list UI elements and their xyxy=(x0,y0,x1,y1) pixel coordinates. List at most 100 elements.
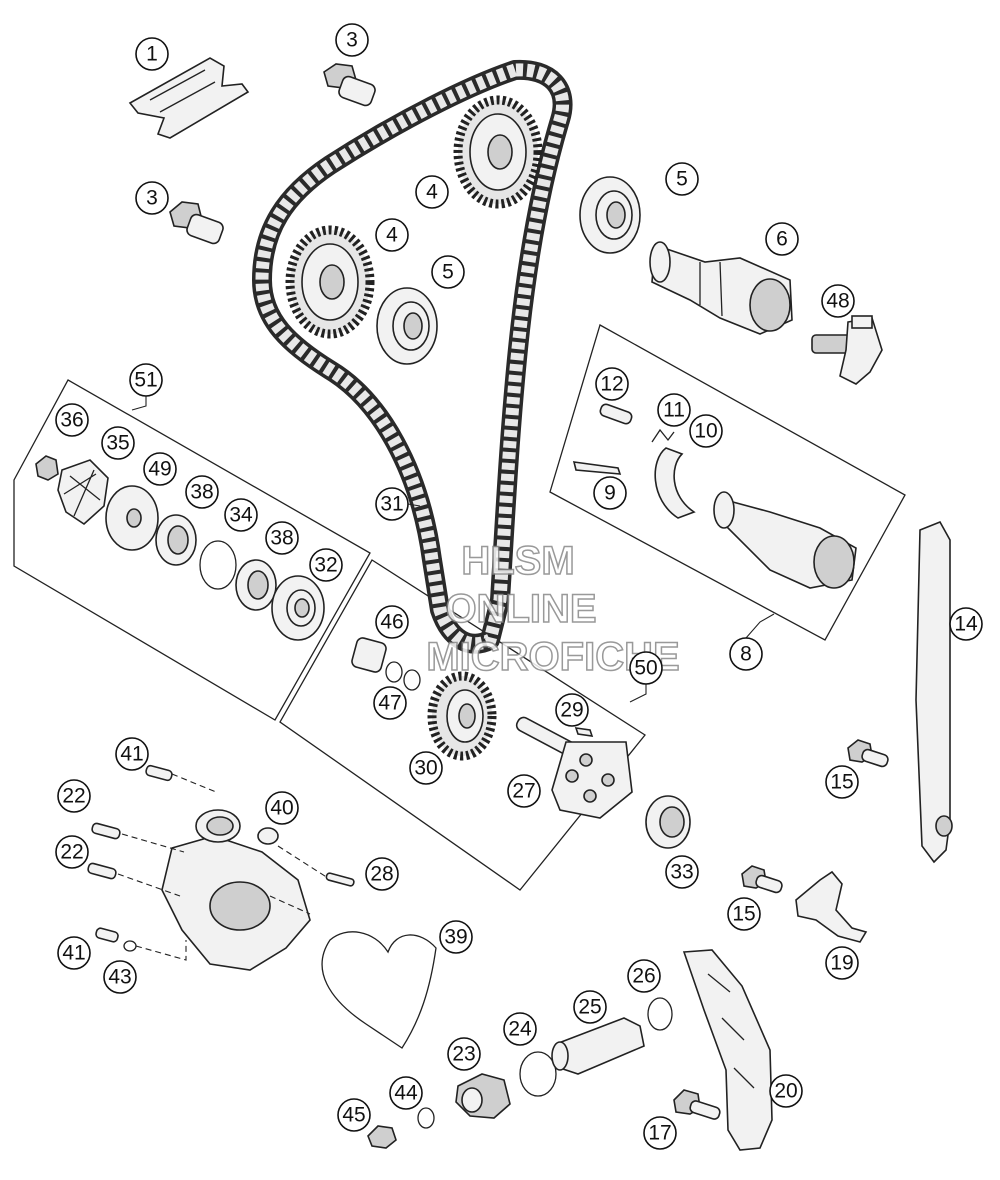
callout-label: 41 xyxy=(120,743,143,766)
part-plug-23 xyxy=(455,1073,511,1119)
part-impeller-35 xyxy=(57,459,109,526)
watermark: HLSM ONLINE MICROFICHE xyxy=(426,538,681,680)
callout-5: 5 xyxy=(665,162,699,196)
part-circlip-34 xyxy=(199,540,237,590)
callout-10: 10 xyxy=(689,414,723,448)
callout-38: 38 xyxy=(265,521,299,555)
callout-label: 27 xyxy=(512,780,535,803)
callout-17: 17 xyxy=(643,1116,677,1150)
callout-label: 26 xyxy=(632,965,655,988)
callout-label: 4 xyxy=(386,224,398,247)
callout-46: 46 xyxy=(375,605,409,639)
part-sprocket-4-lower xyxy=(285,225,375,339)
part-seal-ring-24 xyxy=(519,1051,557,1097)
callout-label: 19 xyxy=(830,952,853,975)
callout-label: 32 xyxy=(314,554,337,577)
group-box-51 xyxy=(13,379,371,721)
callout-label: 25 xyxy=(578,996,601,1019)
callout-label: 12 xyxy=(600,373,623,396)
part-bracket-19 xyxy=(795,870,868,943)
callout-38: 38 xyxy=(185,475,219,509)
part-lever-9 xyxy=(572,461,622,475)
group-box-8 xyxy=(549,324,906,641)
callout-label: 39 xyxy=(444,926,467,949)
callout-label: 38 xyxy=(270,527,293,550)
callout-label: 46 xyxy=(380,611,403,634)
callout-label: 35 xyxy=(106,432,129,455)
callout-11: 11 xyxy=(657,393,691,427)
part-chain-guide-1 xyxy=(128,57,250,139)
callout-23: 23 xyxy=(447,1037,481,1071)
callout-20: 20 xyxy=(769,1074,803,1108)
callout-label: 1 xyxy=(146,43,158,66)
part-bolt-15-lower xyxy=(741,865,783,894)
part-bearing-5-lower xyxy=(376,287,438,365)
callout-label: 17 xyxy=(648,1122,671,1145)
callout-label: 10 xyxy=(694,420,717,443)
callout-label: 24 xyxy=(508,1018,532,1041)
callout-12: 12 xyxy=(595,367,629,401)
callout-43: 43 xyxy=(103,960,137,994)
part-gear-30 xyxy=(427,671,497,761)
callout-label: 3 xyxy=(146,187,158,210)
callout-31: 31 xyxy=(375,487,409,521)
leader-51 xyxy=(131,396,147,411)
part-o-ring-26 xyxy=(647,997,673,1031)
part-key-29 xyxy=(574,727,594,737)
part-seal-38-b xyxy=(235,559,277,611)
callout-50: 50 xyxy=(629,651,663,685)
part-bolt-3-lower xyxy=(169,201,224,245)
callout-label: 38 xyxy=(190,481,213,504)
part-nut-36 xyxy=(35,455,59,481)
part-guide-rail-14 xyxy=(915,520,953,864)
callout-label: 41 xyxy=(62,942,85,965)
callout-27: 27 xyxy=(507,774,541,808)
callout-label: 22 xyxy=(60,841,83,864)
part-bolt-22-upper xyxy=(91,822,121,840)
callout-40: 40 xyxy=(265,791,299,825)
callout-39: 39 xyxy=(439,920,473,954)
part-camshaft-6 xyxy=(649,241,793,335)
callout-29: 29 xyxy=(555,693,589,727)
part-seal-38-a xyxy=(155,514,197,566)
callout-label: 9 xyxy=(604,482,616,505)
leader-8 xyxy=(745,613,775,639)
part-bolt-15-upper xyxy=(847,739,889,768)
callout-5: 5 xyxy=(431,255,465,289)
callout-label: 5 xyxy=(442,261,454,284)
part-camshaft-8 xyxy=(713,491,857,589)
callout-33: 33 xyxy=(665,855,699,889)
callout-41: 41 xyxy=(115,737,149,771)
callout-8: 8 xyxy=(729,637,763,671)
callout-label: 11 xyxy=(663,399,685,422)
part-sensor-48 xyxy=(811,315,883,385)
callout-label: 20 xyxy=(774,1080,797,1103)
callout-label: 51 xyxy=(134,369,157,392)
part-sleeve-46 xyxy=(351,637,387,673)
callout-32: 32 xyxy=(309,548,343,582)
callout-layer: 1 3 3 4 4 5 5 6 48 51 36 35 49 38 34 38 … xyxy=(55,23,983,1150)
callout-4: 4 xyxy=(415,175,449,209)
callout-label: 14 xyxy=(954,613,978,636)
callout-label: 3 xyxy=(346,29,358,52)
callout-15: 15 xyxy=(727,897,761,931)
callout-3: 3 xyxy=(135,181,169,215)
callout-label: 8 xyxy=(740,643,752,666)
callout-1: 1 xyxy=(135,37,169,71)
part-needle-bearing-33 xyxy=(645,795,691,849)
callout-label: 29 xyxy=(560,699,583,722)
callout-label: 50 xyxy=(634,657,657,680)
part-spring-11 xyxy=(651,428,675,443)
callout-14: 14 xyxy=(949,607,983,641)
callout-6: 6 xyxy=(765,222,799,256)
part-pump-cover-40 xyxy=(161,809,311,971)
part-gasket-39 xyxy=(321,931,437,1049)
callout-4: 4 xyxy=(375,218,409,252)
callout-48: 48 xyxy=(821,284,855,318)
part-bolt-41-upper xyxy=(145,764,173,782)
callout-36: 36 xyxy=(55,403,89,437)
callout-41: 41 xyxy=(57,936,91,970)
callout-34: 34 xyxy=(224,498,258,532)
callout-label: 4 xyxy=(426,181,438,204)
callout-15: 15 xyxy=(825,765,859,799)
